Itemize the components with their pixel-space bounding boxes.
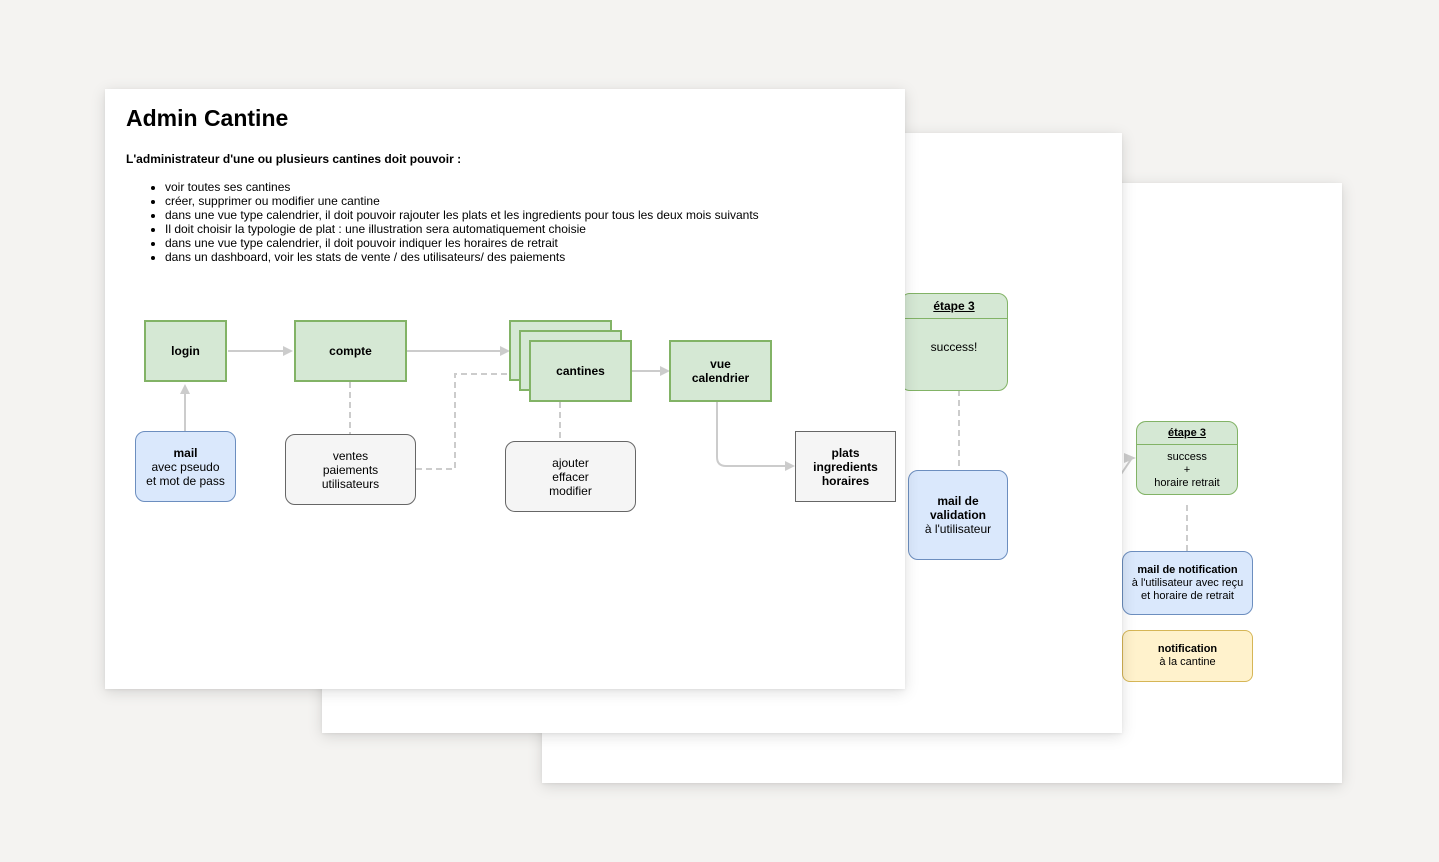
mail-line: et mot de pass	[146, 473, 225, 488]
intro-text: L'administrateur d'une ou plusieurs cant…	[126, 152, 462, 166]
mail-validation-title: validation	[929, 508, 986, 522]
canteen-notification-box: notification à la cantine	[1122, 630, 1253, 682]
mail-line: avec pseudo	[151, 459, 220, 474]
plats-line: ingredients	[813, 459, 878, 474]
step-3-line: success	[1167, 451, 1207, 463]
edge-calendrier-plats	[716, 402, 795, 471]
vue-calendrier-line: calendrier	[691, 371, 750, 385]
mail-validation-text: à l'utilisateur	[924, 522, 992, 536]
edge-stats-cantines	[416, 373, 508, 470]
requirement-item: dans un dashboard, voir les stats de ven…	[165, 250, 759, 264]
mail-title: mail	[173, 445, 198, 460]
mail-validation-box: mail de validation à l'utilisateur	[908, 470, 1008, 560]
canteen-notification-title: notification	[1157, 643, 1218, 655]
flow-connectors	[180, 346, 795, 471]
stats-line: utilisateurs	[321, 476, 380, 491]
requirement-item: Il doit choisir la typologie de plat : u…	[165, 222, 759, 236]
stats-box: ventes paiements utilisateurs	[285, 434, 416, 505]
compte-label: compte	[329, 344, 372, 358]
mail-notification-line: à l'utilisateur avec reçu	[1131, 576, 1244, 589]
plats-line: plats	[831, 445, 860, 460]
step-3-text: success!	[930, 340, 978, 354]
mail-notification-line: et horaire de retrait	[1141, 589, 1234, 602]
vue-calendrier-box: vue calendrier	[669, 340, 772, 402]
login-box: login	[144, 320, 227, 382]
step-3-box-sheet2: étape 3 success!	[900, 293, 1008, 391]
mail-validation-title: mail de	[937, 494, 979, 508]
actions-line: modifier	[549, 483, 592, 498]
plats-line: horaires	[821, 473, 870, 488]
step-3-title: étape 3	[1137, 422, 1237, 445]
step-3-box-sheet3: étape 3 success + horaire retrait	[1136, 421, 1238, 495]
requirement-item: créer, supprimer ou modifier une cantine	[165, 194, 759, 208]
diagram-page-1: Admin Cantine L'administrateur d'une ou …	[105, 89, 905, 689]
mail-notification-box: mail de notification à l'utilisateur ave…	[1122, 551, 1253, 615]
actions-box: ajouter effacer modifier	[505, 441, 636, 512]
step-3-line: +	[1183, 464, 1191, 476]
page-title: Admin Cantine	[126, 105, 289, 131]
arrowhead-icon	[1124, 453, 1136, 463]
mail-login-box: mail avec pseudo et mot de pass	[135, 431, 236, 502]
step-3-title: étape 3	[901, 294, 1007, 319]
step-3-line: horaire retrait	[1154, 477, 1220, 489]
requirement-item: dans une vue type calendrier, il doit po…	[165, 236, 759, 250]
actions-line: ajouter	[552, 455, 589, 470]
stats-line: paiements	[322, 462, 379, 477]
page-2-connectors	[958, 390, 960, 470]
actions-line: effacer	[552, 469, 589, 484]
plats-box: plats ingredients horaires	[795, 431, 896, 502]
canteen-notification-text: à la cantine	[1159, 656, 1216, 668]
stats-line: ventes	[332, 448, 369, 463]
compte-box: compte	[294, 320, 407, 382]
requirement-item: voir toutes ses cantines	[165, 180, 759, 194]
cantines-label: cantines	[556, 364, 605, 378]
requirement-item: dans une vue type calendrier, il doit po…	[165, 208, 759, 222]
cantines-box: cantines	[529, 340, 632, 402]
mail-notification-title: mail de notification	[1137, 563, 1238, 576]
requirements-list: voir toutes ses cantines créer, supprime…	[125, 180, 759, 264]
login-label: login	[171, 344, 200, 358]
vue-calendrier-line: vue	[710, 357, 731, 371]
